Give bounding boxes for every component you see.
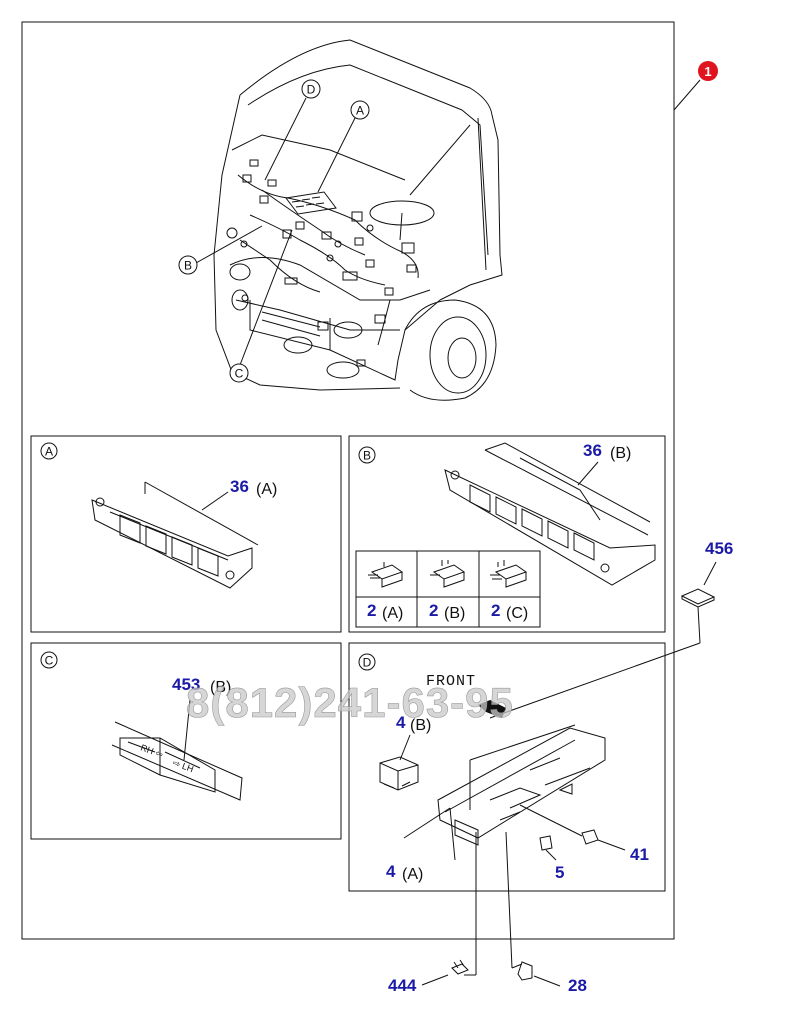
part-number-36a[interactable]: 36	[230, 477, 249, 496]
relay-2b-num[interactable]: 2	[429, 601, 438, 620]
relay-4b-drawing	[379, 756, 419, 791]
relay-2c-num[interactable]: 2	[491, 601, 500, 620]
front-arrow-icon	[478, 700, 506, 718]
main-ref-number: 1	[704, 64, 711, 79]
relay-bracket-drawing	[91, 481, 259, 589]
bolt-28-drawing	[511, 961, 533, 981]
main-frame	[21, 21, 675, 940]
callout-B-label: B	[184, 259, 192, 273]
callout-D[interactable]: D	[301, 79, 321, 99]
relay-2b-sub: (B)	[444, 605, 465, 622]
part-sub-36b: (B)	[610, 445, 631, 462]
callout-D-label: D	[307, 83, 316, 97]
part-sub-36a: (A)	[256, 481, 277, 498]
front-label: FRONT	[426, 673, 476, 690]
relay-2a-sub: (A)	[382, 605, 403, 622]
detail-panel-A: A 36 (A)	[30, 435, 342, 633]
clip-444-drawing	[451, 959, 469, 975]
panel-D-label: D	[363, 656, 372, 670]
panel-A-label: A	[45, 445, 53, 459]
part-number-4b[interactable]: 4	[396, 713, 406, 732]
junction-block-drawing	[437, 724, 606, 846]
callout-B[interactable]: B	[178, 255, 198, 275]
panel-C-label: C	[45, 654, 54, 668]
truck-overview-drawing	[213, 39, 503, 401]
callout-A[interactable]: A	[350, 100, 370, 120]
detail-panel-B: B 36 (B) 2 (A)	[348, 435, 666, 633]
part-sub-4b: (B)	[410, 717, 431, 734]
part-sub-4a: (A)	[402, 866, 423, 883]
part-sub-453b: (B)	[210, 679, 231, 696]
part-number-5[interactable]: 5	[555, 863, 564, 882]
part-number-41[interactable]: 41	[630, 845, 649, 864]
fuse-41-drawing	[581, 829, 599, 845]
fuse-5-drawing	[539, 835, 553, 851]
callout-C-label: C	[235, 367, 244, 381]
phone-watermark: 8(812)241-63-95	[186, 679, 514, 726]
relay-2a-num[interactable]: 2	[367, 601, 376, 620]
detail-panel-D: D FRONT 4 (B) 4 (A) 41	[348, 642, 666, 892]
relay-2c-sub: (C)	[506, 605, 528, 622]
part-number-456[interactable]: 456	[705, 539, 733, 558]
overview-callouts	[195, 97, 356, 366]
relay-table: 2 (A) 2 (B) 2 (C)	[355, 550, 541, 628]
callout-A-label: A	[356, 104, 364, 118]
part-456: 456	[489, 539, 733, 719]
label-456-drawing	[680, 588, 716, 608]
part-number-36b[interactable]: 36	[583, 441, 602, 460]
panel-B-label: B	[363, 449, 371, 463]
main-ref-badge[interactable]: 1	[673, 61, 718, 111]
part-number-453b[interactable]: 453	[172, 675, 200, 694]
detail-panel-C: C RH ⇦ ⇨ LH 453 (B)	[30, 642, 342, 840]
bottom-parts: 444 28	[388, 831, 587, 995]
label-strip-drawing: RH ⇦ ⇨ LH	[111, 721, 243, 801]
part-number-4a[interactable]: 4	[386, 862, 396, 881]
part-number-28[interactable]: 28	[568, 976, 587, 995]
part-number-444[interactable]: 444	[388, 976, 417, 995]
relay-bracket-b-drawing	[444, 442, 656, 586]
svg-text:RH ⇦: RH ⇦	[139, 742, 165, 759]
callout-C[interactable]: C	[229, 363, 249, 383]
